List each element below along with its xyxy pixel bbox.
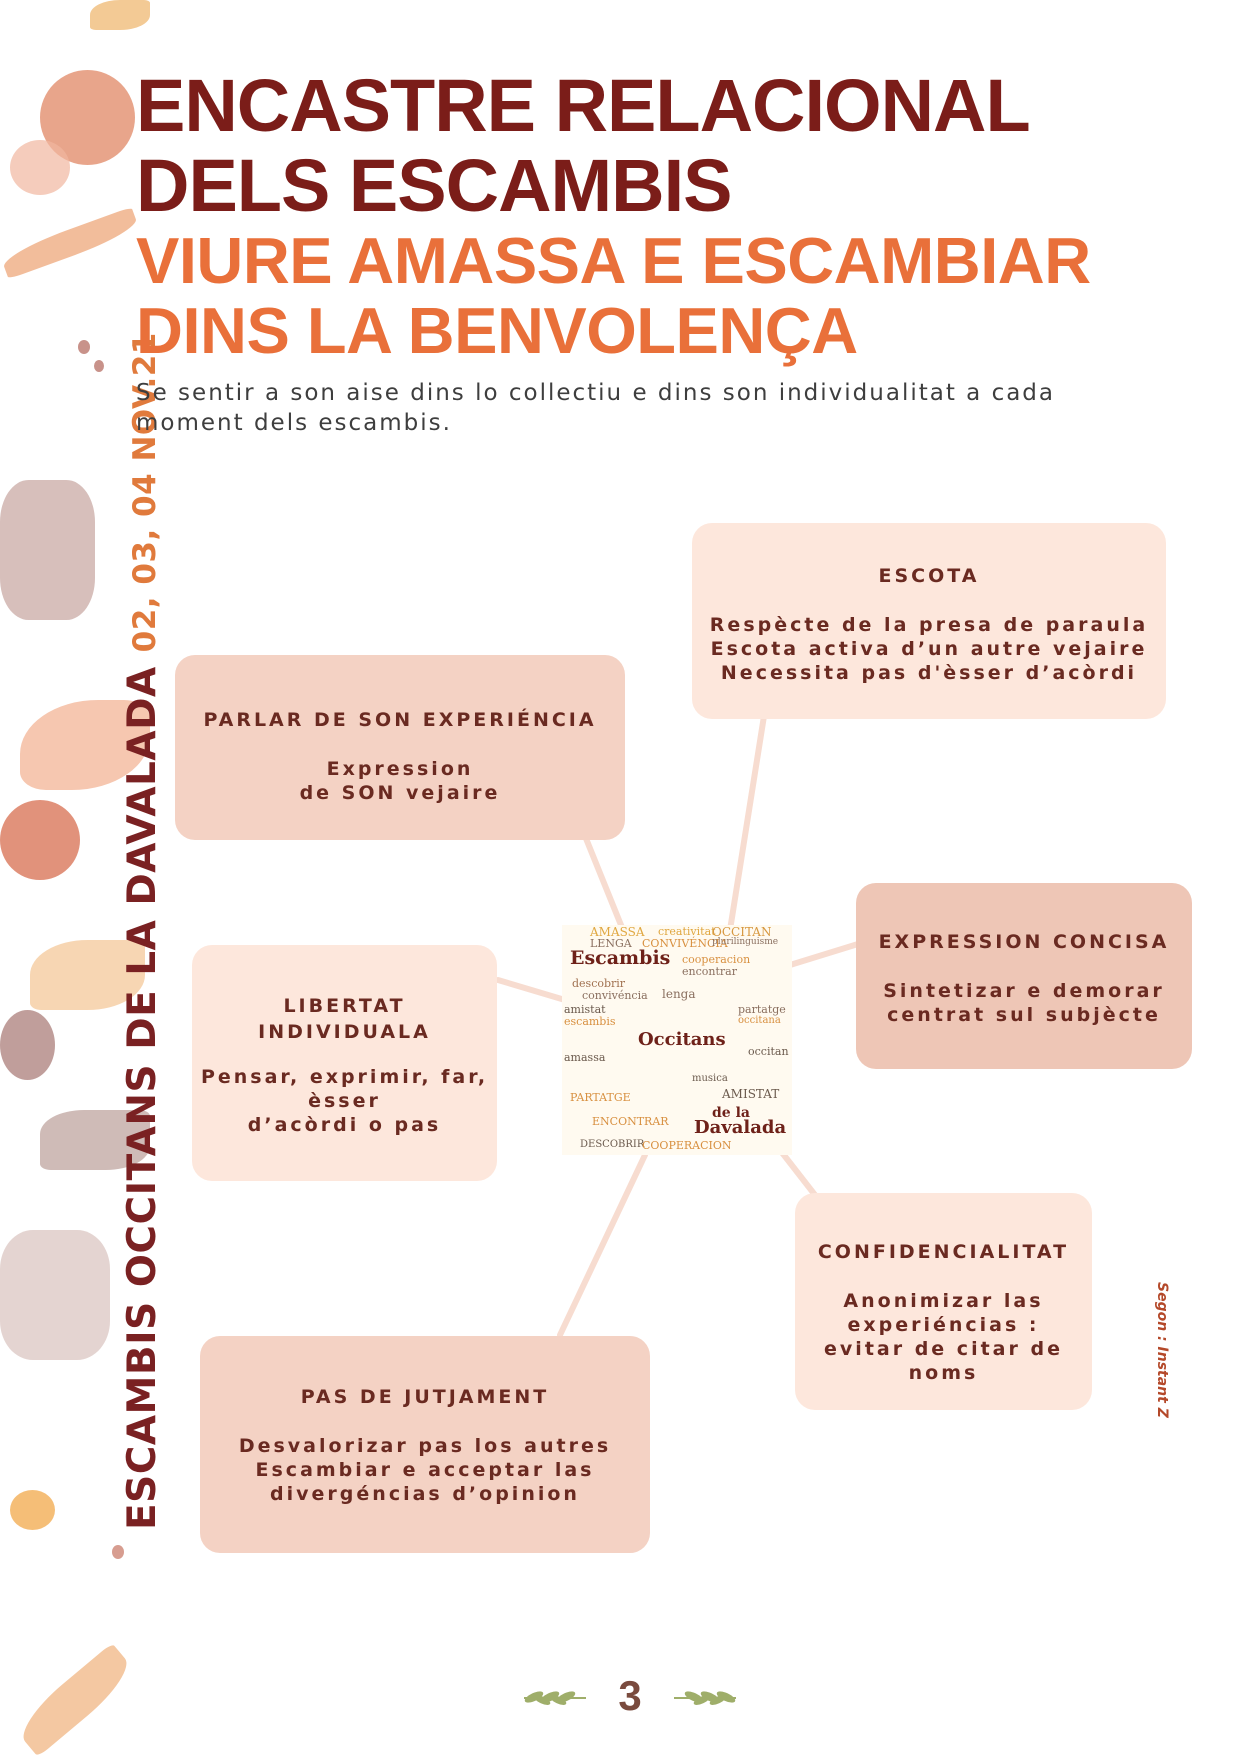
word-cloud-word: LENGA [590,937,632,950]
card-parlar-title: PARLAR DE SON EXPERIÉNCIA [203,709,597,731]
card-escota-title: ESCOTA [878,565,980,587]
dot-decoration [78,340,90,354]
card-pas-de-jutjament: PAS DE JUTJAMENT Desvalorizar pas los au… [200,1336,650,1553]
card-confidencialitat-title: CONFIDENCIALITAT [817,1241,1070,1263]
word-cloud-word: lenga [662,987,696,1001]
word-cloud-word: amassa [564,1051,606,1064]
flower-decoration [0,800,80,880]
flower-decoration [10,140,70,195]
word-cloud-word: plurilinguisme [712,937,779,947]
word-cloud-word: COOPERACION [642,1139,732,1152]
card-parlar-body: Expression de SON vejaire [299,758,501,804]
word-cloud-word: convivéncia [582,989,648,1002]
connector-escota [727,713,767,933]
card-libertat-title: LIBERTAT INDIVIDUALA [258,995,431,1043]
card-jutjament-title: PAS DE JUTJAMENT [300,1386,550,1408]
leaf-decoration [30,940,145,1010]
word-cloud-word: DESCOBRIR [580,1139,645,1150]
right-laurel-icon [674,1691,736,1705]
card-jutjament-body: Desvalorizar pas los autres Escambiar e … [238,1435,612,1505]
word-cloud-image: AMASSA creativitat OCCITAN LENGA CONVIVÉ… [562,925,792,1155]
word-cloud-word: partatge [738,1003,786,1016]
connector-libertat [495,977,568,1003]
card-escota-body: Respècte de la presa de paraula Escota a… [709,614,1149,684]
word-cloud-word: amistat [564,1003,606,1016]
connector-expression [787,941,861,968]
connector-parlar [582,833,628,938]
word-cloud-word: PARTATGE [570,1091,631,1104]
word-cloud-word: encontrar [682,965,737,978]
connector-jutjament [557,1152,648,1338]
leaf-decoration [90,0,150,30]
word-cloud-word: ENCONTRAR [592,1115,669,1128]
word-cloud-main-word: Davalada [694,1117,787,1138]
flower-decoration [0,1010,55,1080]
word-cloud-main-word: Occitans [638,1029,726,1050]
credit-text: Segon : Instant Z [1154,1282,1170,1418]
snowflake-motif-decoration [0,1230,110,1360]
word-cloud-word: CONVIVÉNCIA [642,937,728,950]
leaf-decoration [40,1110,150,1170]
flower-decoration [10,1490,55,1530]
intro-text: Se sentir a son aise dins lo collectiu e… [136,380,1056,436]
card-confidencialitat-body: Anonimizar las experiéncias : evitar de … [824,1290,1063,1384]
snowflake-motif-decoration [0,480,95,620]
word-cloud-word: AMISTAT [722,1087,780,1101]
word-cloud-word: AMASSA [590,925,645,939]
card-expression-concisa: EXPRESSION CONCISA Sintetizar e demorar … [856,883,1192,1069]
word-cloud-word: musica [692,1073,728,1084]
card-parlar-experiencia: PARLAR DE SON EXPERIÉNCIA Expression de … [175,655,625,840]
card-expression-body: Sintetizar e demorar centrat sul subjèct… [883,980,1165,1026]
card-expression-title: EXPRESSION CONCISA [878,931,1170,953]
word-cloud-main-word: Escambis [570,947,671,969]
dot-decoration [94,360,104,372]
word-cloud-word: occitana [738,1015,781,1026]
word-cloud-word: creativitat [658,925,716,938]
connector-confidencialitat [777,1147,818,1198]
word-cloud-word: descobrir [572,977,626,990]
word-cloud-main-word: de la [712,1105,750,1121]
card-libertat-body: Pensar, exprimir, far, èsser d’acòrdi o … [200,1066,489,1136]
left-laurel-icon [524,1691,586,1705]
word-cloud-word: occitan [748,1045,789,1058]
page-subtitle: VIURE AMASSA E ESCAMBIAR DINS LA BENVOLE… [136,224,1091,367]
dot-decoration [112,1545,124,1559]
word-cloud-word: OCCITAN [712,925,772,939]
card-escota: ESCOTA Respècte de la presa de paraula E… [692,523,1166,719]
page-number: 3 [618,1672,642,1719]
card-confidencialitat: CONFIDENCIALITAT Anonimizar las experién… [795,1193,1092,1410]
page-title: ENCASTRE RELACIONAL DELS ESCAMBIS [136,64,1031,227]
word-cloud-word: escambis [564,1015,616,1028]
word-cloud-word: cooperacion [682,953,751,966]
card-libertat-individuala: LIBERTAT INDIVIDUALA Pensar, exprimir, f… [192,945,497,1181]
